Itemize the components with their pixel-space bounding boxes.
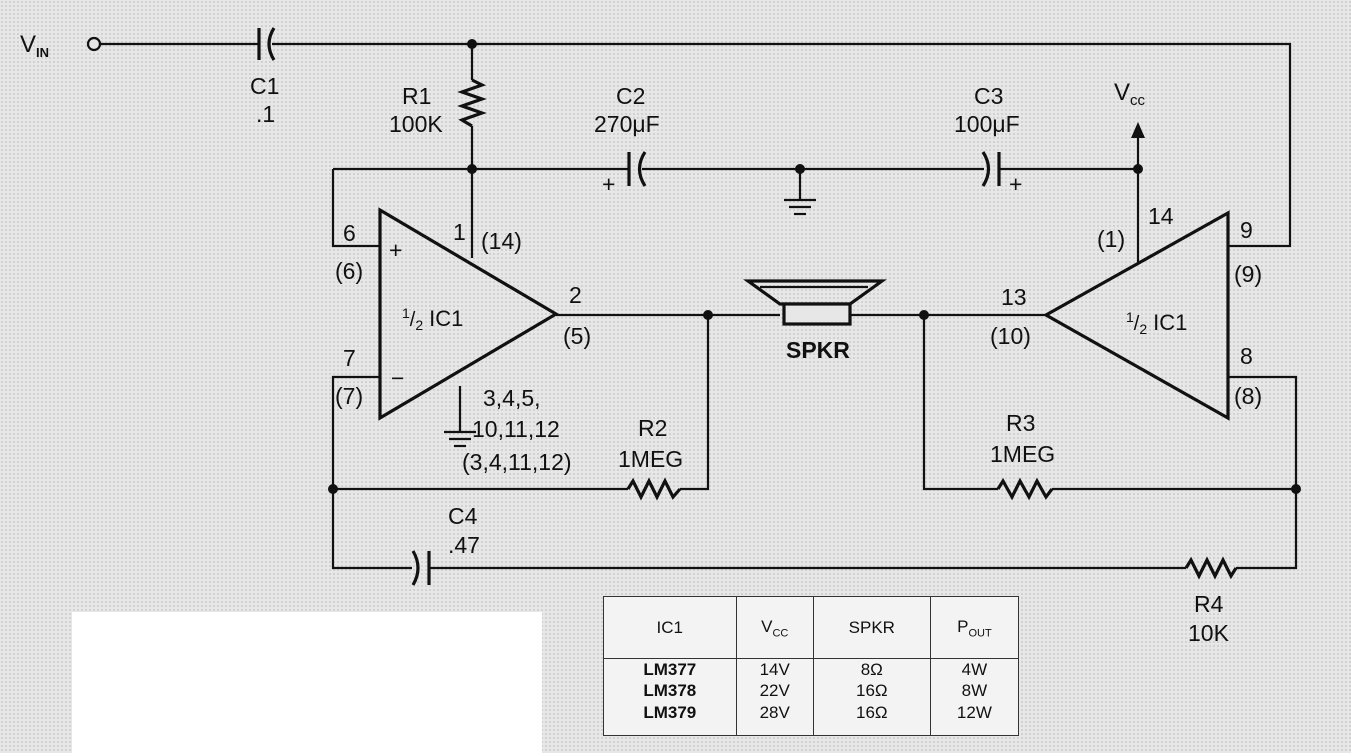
ground-pins-line2: 10,11,12 bbox=[472, 416, 560, 442]
resistor-r1 bbox=[457, 78, 487, 128]
c1-label: C1 bbox=[250, 73, 279, 99]
table-cell: 8W bbox=[929, 680, 1018, 702]
left-supply-alt-pin: (14) bbox=[481, 228, 522, 254]
table-cell: LM378 bbox=[643, 681, 697, 701]
r4-value: 10K bbox=[1188, 620, 1230, 646]
junction-dot bbox=[703, 310, 713, 320]
table-cell: 14V bbox=[735, 658, 814, 681]
wire-minus-loop bbox=[331, 375, 412, 570]
junction-dot bbox=[1133, 164, 1143, 174]
right-out-alt-pin: (10) bbox=[990, 323, 1031, 349]
c4-label: C4 bbox=[448, 503, 478, 529]
table-cell: 22V bbox=[735, 680, 814, 702]
table-cell: 8Ω bbox=[812, 658, 931, 681]
left-supply-pin: 1 bbox=[453, 219, 466, 245]
capacitor-c1 bbox=[257, 27, 276, 61]
c2-value: 270μF bbox=[594, 111, 660, 137]
ground-pins-line1: 3,4,5, bbox=[483, 385, 541, 411]
c2-label: C2 bbox=[616, 83, 645, 109]
junction-dot bbox=[1291, 484, 1301, 494]
table-header-pout: POUT bbox=[929, 597, 1018, 660]
ground-pins-line3: (3,4,11,12) bbox=[462, 449, 572, 475]
r2-value: 1MEG bbox=[618, 446, 683, 472]
table-cell: LM379 bbox=[643, 703, 697, 723]
resistor-r3 bbox=[996, 477, 1054, 501]
wire-r2-right bbox=[680, 315, 710, 491]
c3-value: 100μF bbox=[954, 111, 1020, 137]
right-out-pin: 13 bbox=[1001, 284, 1027, 310]
ground-symbol-mid bbox=[784, 198, 816, 216]
c2-plus: + bbox=[602, 171, 615, 197]
vin-label: VIN bbox=[20, 31, 49, 60]
table-row: LM378 22V 16Ω 8W bbox=[604, 680, 1018, 702]
left-plus-pin: 6 bbox=[343, 220, 356, 246]
vcc-arrow-icon bbox=[1131, 122, 1145, 138]
wire-r3-left bbox=[922, 315, 998, 491]
right-in2-pin: 8 bbox=[1240, 343, 1253, 369]
ic-spec-table: IC1 VCC SPKR POUT LM377 14V 8Ω 4W LM378 … bbox=[603, 596, 1019, 736]
resistor-r2 bbox=[626, 477, 682, 501]
junction-dot bbox=[467, 39, 477, 49]
capacitor-c3 bbox=[981, 151, 1001, 187]
vcc-label: Vcc bbox=[1114, 79, 1146, 109]
wire-plus-loop bbox=[331, 169, 380, 248]
r3-value: 1MEG bbox=[990, 441, 1055, 467]
table-header-vcc: VCC bbox=[735, 597, 814, 660]
table-cell: 28V bbox=[735, 701, 814, 735]
c3-plus: + bbox=[1009, 171, 1022, 197]
table-row: LM377 14V 8Ω 4W bbox=[604, 658, 1018, 681]
left-minus-alt-pin: (7) bbox=[335, 383, 363, 409]
right-supply-pin: 14 bbox=[1148, 203, 1174, 229]
junction-dot bbox=[328, 484, 338, 494]
speaker-icon bbox=[743, 279, 887, 326]
r3-label: R3 bbox=[1006, 410, 1035, 436]
table-header-spkr: SPKR bbox=[812, 597, 931, 660]
c3-label: C3 bbox=[974, 83, 1003, 109]
right-in1-pin: 9 bbox=[1240, 217, 1253, 243]
resistor-r4 bbox=[1184, 556, 1238, 580]
junction-dot bbox=[919, 310, 929, 320]
r2-label: R2 bbox=[638, 415, 667, 441]
capacitor-c2 bbox=[627, 151, 647, 187]
junction-dot bbox=[795, 164, 805, 174]
left-plus-alt-pin: (6) bbox=[335, 258, 363, 284]
opamp-left bbox=[378, 207, 560, 421]
right-supply-alt-pin: (1) bbox=[1097, 226, 1125, 252]
table-cell: 12W bbox=[929, 701, 1018, 735]
table-cell: 4W bbox=[929, 658, 1018, 681]
right-in1-alt-pin: (9) bbox=[1234, 261, 1262, 287]
table-header-row: IC1 VCC SPKR POUT bbox=[604, 597, 1018, 660]
spkr-label: SPKR bbox=[786, 337, 850, 363]
junction-dot bbox=[467, 164, 477, 174]
table-cell: 16Ω bbox=[812, 680, 931, 702]
wire-top-bus bbox=[272, 42, 1292, 248]
wire-r4-right bbox=[1228, 375, 1298, 570]
left-plus-sign: + bbox=[389, 237, 402, 263]
r1-label: R1 bbox=[402, 83, 431, 109]
left-out-alt-pin: (5) bbox=[563, 323, 591, 349]
table-cell: LM377 bbox=[643, 660, 697, 680]
left-minus-pin: 7 bbox=[343, 345, 356, 371]
r1-value: 100K bbox=[389, 111, 443, 137]
left-out-pin: 2 bbox=[569, 282, 582, 308]
table-header-ic1: IC1 bbox=[604, 597, 737, 660]
left-minus-sign: − bbox=[391, 365, 404, 391]
table-row: LM379 28V 16Ω 12W bbox=[604, 701, 1018, 735]
ground-symbol-left bbox=[444, 430, 476, 448]
capacitor-c4 bbox=[411, 550, 431, 586]
c1-value: .1 bbox=[256, 101, 275, 127]
opamp-right bbox=[1042, 210, 1230, 421]
vin-terminal bbox=[86, 36, 102, 52]
blank-patch bbox=[72, 612, 542, 753]
table-cell: 16Ω bbox=[812, 701, 931, 735]
right-in2-alt-pin: (8) bbox=[1234, 383, 1262, 409]
c4-value: .47 bbox=[448, 532, 480, 558]
r4-label: R4 bbox=[1194, 591, 1224, 617]
